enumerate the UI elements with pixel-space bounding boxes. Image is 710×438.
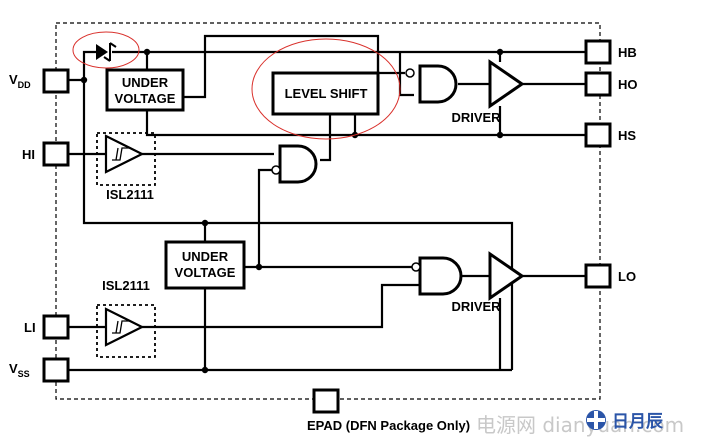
isl-low-label: ISL2111 [102, 278, 150, 293]
watermark-logo-icon [586, 410, 606, 430]
level-shift-label: LEVEL SHIFT [285, 86, 368, 101]
pin-hs: HS [584, 122, 636, 148]
bootstrap-diode-icon [96, 42, 117, 62]
watermark-logo-text: 日月辰 [612, 412, 664, 432]
junction-dots [80, 48, 504, 374]
pin-vss-label: VSS [9, 361, 30, 379]
pin-lo: LO [584, 263, 636, 289]
pin-hs-label: HS [618, 128, 636, 143]
pin-lo-label: LO [618, 269, 636, 284]
pin-hb: HB [584, 39, 637, 65]
diode-highlight-circle [72, 31, 140, 69]
pin-li: LI [24, 314, 70, 340]
watermark-text: 电源网 dianyuan.com [476, 413, 684, 437]
and-gate-hi [271, 144, 318, 184]
level-shift-highlight-circle [251, 38, 401, 140]
pin-epad: EPAD (DFN Package Only) [307, 388, 470, 433]
uv-high-label-2: VOLTAGE [115, 91, 176, 106]
wiring [68, 34, 586, 372]
pin-ho-label: HO [618, 77, 638, 92]
schmitt-buffer-low-icon [96, 304, 156, 358]
driver-low-icon [488, 251, 525, 301]
pin-li-label: LI [24, 320, 36, 335]
pin-epad-label: EPAD (DFN Package Only) [307, 418, 470, 433]
driver-high-icon [488, 59, 525, 109]
pin-hi-label: HI [22, 147, 35, 162]
uv-high-label-1: UNDER [122, 75, 169, 90]
pin-hb-label: HB [618, 45, 637, 60]
uv-high-block: UNDER VOLTAGE [105, 68, 185, 112]
pin-vdd: VDD [9, 68, 70, 94]
pin-vss: VSS [9, 357, 70, 383]
uv-low-label-1: UNDER [182, 249, 229, 264]
driver-high-label: DRIVER [451, 110, 501, 125]
nand-gate-low [411, 256, 463, 296]
pin-ho: HO [584, 71, 638, 97]
isl-high-label: ISL2111 [106, 187, 154, 202]
pin-vdd-label: VDD [9, 72, 31, 90]
nand-gate-high [405, 64, 458, 104]
level-shift-block: LEVEL SHIFT [271, 71, 380, 116]
schmitt-buffer-high-icon [96, 132, 156, 186]
uv-low-block: UNDER VOLTAGE [164, 240, 246, 290]
pin-hi: HI [22, 141, 70, 167]
driver-low-label: DRIVER [451, 299, 501, 314]
uv-low-label-2: VOLTAGE [175, 265, 236, 280]
